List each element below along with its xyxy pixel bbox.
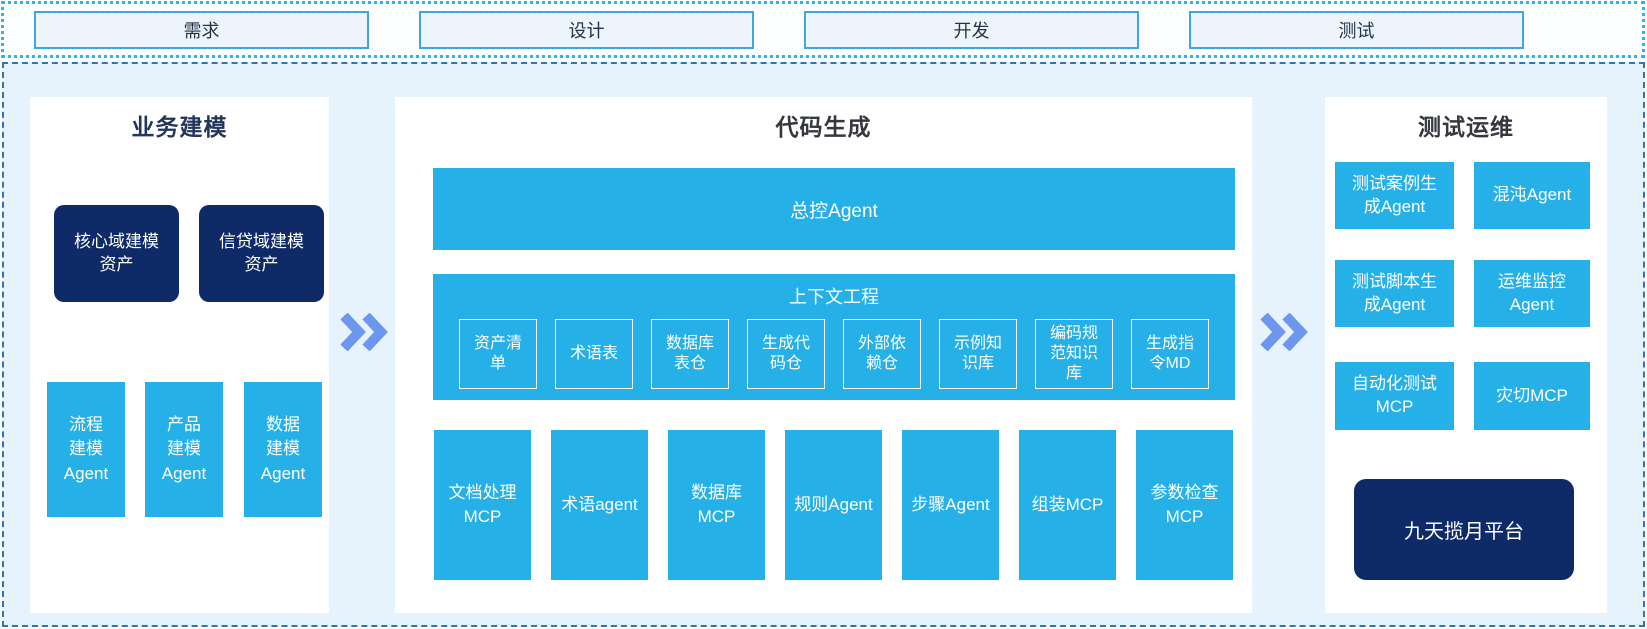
- testops-box-disaster-switch-mcp: 灾切MCP: [1474, 362, 1590, 430]
- testops-box-auto-test-mcp: 自动化测试MCP: [1335, 362, 1454, 430]
- worker-box-param-check-mcp: 参数检查MCP: [1136, 430, 1233, 580]
- context-store-db-table-repo: 数据库表仓: [651, 319, 729, 389]
- context-store-generation-instruction-md: 生成指令MD: [1131, 319, 1209, 389]
- testops-box-chaos-agent: 混沌Agent: [1474, 162, 1590, 229]
- context-store-coding-standard-kb: 编码规范知识库: [1035, 319, 1113, 389]
- context-store-generated-code-repo: 生成代码仓: [747, 319, 825, 389]
- worker-box-glossary-agent: 术语agent: [551, 430, 648, 580]
- double-chevron-right-icon: [1256, 307, 1312, 357]
- panel-code-generation: 代码生成 总控Agent 上下文工程 资产清单 术语表 数据库表仓 生成代码仓 …: [395, 97, 1252, 613]
- context-store-external-deps-repo: 外部依赖仓: [843, 319, 921, 389]
- agent-box-product-modeling: 产品建模Agent: [145, 382, 223, 517]
- asset-box-credit-domain: 信贷域建模资产: [199, 205, 324, 302]
- context-engineering-panel: 上下文工程 资产清单 术语表 数据库表仓 生成代码仓 外部依赖仓 示例知识库 编…: [433, 274, 1235, 400]
- panel-test-ops: 测试运维 测试案例生成Agent 混沌Agent 测试脚本生成Agent 运维监…: [1325, 97, 1607, 613]
- testops-box-test-case-gen-agent: 测试案例生成Agent: [1335, 162, 1454, 229]
- panel-business-modeling: 业务建模 核心域建模资产 信贷域建模资产 流程建模Agent 产品建模Agent…: [30, 97, 329, 613]
- worker-box-database-mcp: 数据库MCP: [668, 430, 765, 580]
- context-store-example-kb: 示例知识库: [939, 319, 1017, 389]
- phase-strip: 需求 设计 开发 测试: [1, 1, 1645, 58]
- master-agent-bar: 总控Agent: [433, 168, 1235, 250]
- panel-title-business-modeling: 业务建模: [131, 114, 228, 140]
- context-engineering-title: 上下文工程: [789, 287, 879, 307]
- asset-box-core-domain: 核心域建模资产: [54, 205, 179, 302]
- testops-box-test-script-gen-agent: 测试脚本生成Agent: [1335, 260, 1454, 327]
- worker-box-rule-agent: 规则Agent: [785, 430, 882, 580]
- phase-box-testing: 测试: [1189, 10, 1524, 49]
- platform-box-jiutian-lanyue: 九天揽月平台: [1354, 479, 1574, 580]
- double-chevron-right-icon: [336, 307, 392, 357]
- context-store-glossary: 术语表: [555, 319, 633, 389]
- worker-box-assembly-mcp: 组装MCP: [1019, 430, 1116, 580]
- panel-title-code-generation: 代码生成: [775, 114, 872, 140]
- agent-box-data-modeling: 数据建模Agent: [244, 382, 322, 517]
- panel-title-test-ops: 测试运维: [1418, 114, 1514, 140]
- agent-box-process-modeling: 流程建模Agent: [47, 382, 125, 517]
- main-container: 业务建模 核心域建模资产 信贷域建模资产 流程建模Agent 产品建模Agent…: [2, 62, 1645, 627]
- phase-box-development: 开发: [804, 10, 1139, 49]
- worker-box-doc-processing-mcp: 文档处理MCP: [434, 430, 531, 580]
- context-store-asset-list: 资产清单: [459, 319, 537, 389]
- testops-box-ops-monitor-agent: 运维监控Agent: [1474, 260, 1590, 327]
- phase-box-requirements: 需求: [34, 10, 369, 49]
- context-store-row: 资产清单 术语表 数据库表仓 生成代码仓 外部依赖仓 示例知识库 编码规范知识库…: [433, 319, 1235, 389]
- phase-box-design: 设计: [419, 10, 754, 49]
- worker-box-step-agent: 步骤Agent: [902, 430, 999, 580]
